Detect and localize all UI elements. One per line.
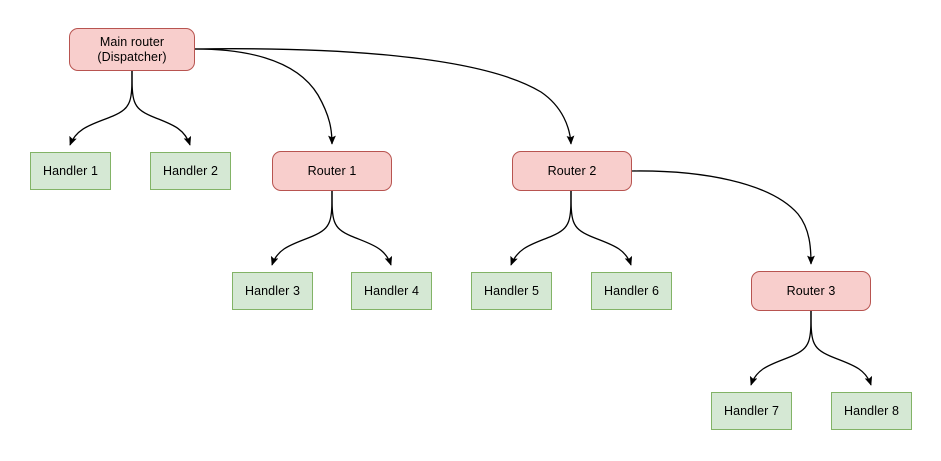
edge-router-3-to-handler-8: [810, 310, 873, 386]
node-handler-7[interactable]: Handler 7: [711, 392, 792, 430]
node-handler-8[interactable]: Handler 8: [831, 392, 912, 430]
node-handler-7-label: Handler 7: [723, 403, 780, 418]
node-router-1[interactable]: Router 1: [272, 151, 392, 191]
node-handler-5[interactable]: Handler 5: [471, 272, 552, 310]
node-router-1-label: Router 1: [307, 163, 357, 178]
node-handler-3-label: Handler 3: [244, 283, 301, 298]
node-router-2-label: Router 2: [547, 163, 597, 178]
node-handler-4[interactable]: Handler 4: [351, 272, 432, 310]
node-main-router[interactable]: Main router (Dispatcher): [69, 28, 195, 71]
node-handler-6-label: Handler 6: [603, 283, 660, 298]
node-handler-1[interactable]: Handler 1: [30, 152, 111, 190]
edge-router-3-to-handler-7: [749, 310, 812, 386]
node-handler-2-label: Handler 2: [162, 163, 219, 178]
edge-router-1-to-handler-4: [331, 190, 393, 266]
node-handler-5-label: Handler 5: [483, 283, 540, 298]
edge-main-to-router-2: [194, 48, 575, 145]
node-handler-1-label: Handler 1: [42, 163, 99, 178]
node-router-2[interactable]: Router 2: [512, 151, 632, 191]
node-router-3-label: Router 3: [786, 283, 836, 298]
node-handler-8-label: Handler 8: [843, 403, 900, 418]
node-handler-6[interactable]: Handler 6: [591, 272, 672, 310]
node-router-3[interactable]: Router 3: [751, 271, 871, 311]
edge-main-to-router-1: [194, 48, 336, 145]
node-handler-4-label: Handler 4: [363, 283, 420, 298]
edge-router-2-to-router-3: [631, 170, 815, 265]
edge-router-1-to-handler-3: [270, 190, 333, 266]
edge-main-to-handler-1: [69, 70, 133, 146]
edge-router-2-to-handler-6: [570, 190, 633, 266]
edge-main-to-handler-2: [131, 70, 192, 146]
node-handler-3[interactable]: Handler 3: [232, 272, 313, 310]
edge-router-2-to-handler-5: [510, 190, 572, 266]
node-handler-2[interactable]: Handler 2: [150, 152, 231, 190]
node-main-router-label: Main router (Dispatcher): [97, 34, 167, 64]
